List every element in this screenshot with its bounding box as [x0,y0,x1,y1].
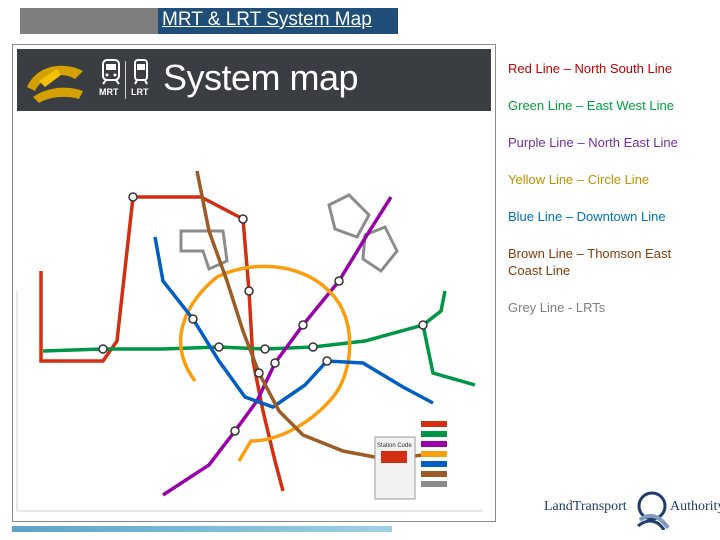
header-separator [125,61,126,99]
legend-blue-line: Blue Line – Downtown Line [508,209,666,224]
legend-red-line: Red Line – North South Line [508,61,673,76]
north-east-line [162,196,393,497]
mrt-label: MRT [99,87,119,97]
legend-brown-line: Brown Line – Thomson East Coast Line [508,246,672,278]
downtown-line [153,236,434,409]
map-line-legend [421,421,447,487]
legend-grey-line: Grey Line - LRTs [508,300,606,315]
slide-title: MRT & LRT System Map [162,9,372,30]
train-icon [102,59,120,85]
title-accent-blue [158,8,398,34]
map-title: System map [163,57,359,98]
north-south-line [39,195,285,492]
map-header: MRT LRT System map [17,49,491,111]
lrt-train-icon [134,59,148,85]
mrt-logo-icon [27,65,83,103]
slide-title-bar: MRT & LRT System Map [0,0,720,34]
lrt-sengkang-punggol-loops [327,193,399,274]
legend-purple-line: Purple Line – North East Line [508,135,678,150]
lrt-bukit-panjang-loop [179,229,229,272]
interchange-markers [98,192,428,436]
lta-logo-text-left: LandTransport [544,499,627,514]
coastline [16,291,483,512]
station-code-label: Station Code [377,443,412,449]
lta-logo-text-right: Authority [670,499,720,514]
thomson-east-coast-line [195,170,424,461]
circle-line [178,264,352,462]
footer-accent-bar [12,526,392,532]
lta-emblem-icon [637,491,670,530]
east-west-line [42,290,476,387]
title-accent-grey [20,8,158,34]
lta-logo: LandTransport Authority [542,488,720,534]
legend-yellow-line: Yellow Line – Circle Line [508,172,650,187]
legend-green-line: Green Line – East West Line [508,98,674,113]
system-map-image: MRT LRT System map Station Code [12,44,496,522]
line-legend: Red Line – North South Line Green Line –… [508,60,708,336]
network-diagram: Station Code [16,170,483,512]
lrt-label: LRT [131,87,149,97]
station-code-box [374,436,416,500]
